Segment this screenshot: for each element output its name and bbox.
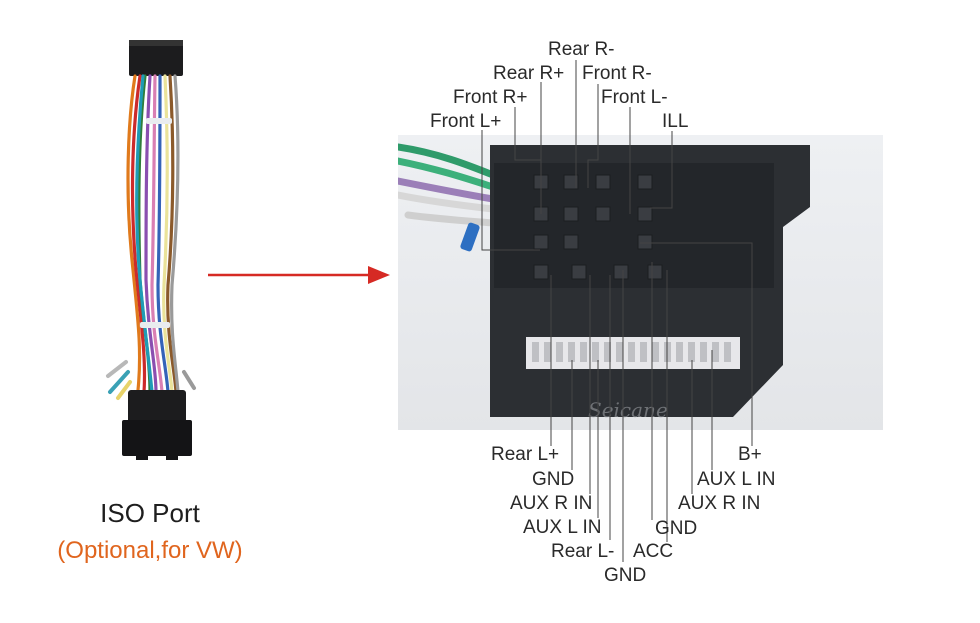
- iso-harness-illustration: [106, 40, 196, 460]
- pin-label-rear-l-plus: Rear L+: [491, 444, 560, 465]
- pin-label-front-r-minus: Front R-: [582, 63, 652, 84]
- pin-label-aux-r-in-right: AUX R IN: [678, 493, 761, 514]
- connector-photo: Seicane: [398, 135, 883, 430]
- pin-label-rear-r-minus: Rear R-: [548, 39, 615, 60]
- pin-label-b-plus: B+: [738, 444, 762, 465]
- brand-watermark: Seicane: [588, 398, 668, 422]
- pin-label-front-l-plus: Front L+: [430, 111, 502, 132]
- iso-port-subtitle: (Optional,for VW): [57, 537, 243, 564]
- pin-label-gnd-3: GND: [604, 565, 647, 586]
- pin-label-front-r-plus: Front R+: [453, 87, 528, 108]
- pin-label-rear-r-plus: Rear R+: [493, 63, 565, 84]
- harness-wires: [126, 74, 180, 394]
- harness-pigtails: [106, 360, 196, 400]
- pin-label-aux-r-in-left: AUX R IN: [510, 493, 593, 514]
- pin-label-rear-l-minus: Rear L-: [551, 541, 615, 562]
- connector-pin-grid: [533, 174, 663, 280]
- pin-label-front-l-minus: Front L-: [601, 87, 668, 108]
- pin-label-gnd-1: GND: [532, 469, 575, 490]
- pin-label-ill: ILL: [662, 111, 689, 132]
- pin-label-aux-l-in-left: AUX L IN: [523, 517, 602, 538]
- iso-port-title: ISO Port: [100, 498, 200, 528]
- pin-label-gnd-2: GND: [655, 518, 698, 539]
- pin-label-aux-l-in-right: AUX L IN: [697, 469, 776, 490]
- pin-label-acc: ACC: [633, 541, 674, 562]
- direction-arrow: [208, 266, 390, 284]
- harness-top-plug: [129, 42, 183, 76]
